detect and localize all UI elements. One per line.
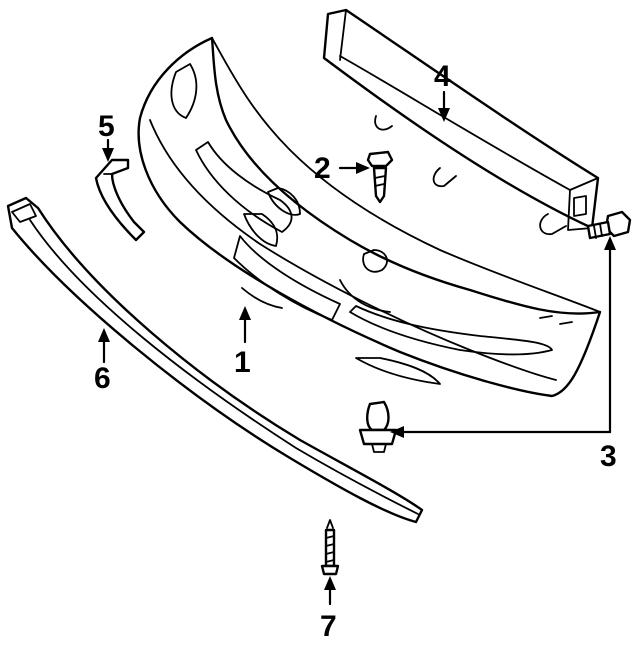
screw	[320, 519, 340, 576]
callout-5: 5	[98, 110, 115, 143]
leader-line-1	[239, 306, 251, 344]
leader-line-4	[438, 90, 450, 122]
push-clip	[366, 150, 394, 204]
leader-line-5	[102, 138, 114, 162]
rivet	[358, 400, 398, 453]
bumper-cover	[137, 36, 602, 398]
air-deflector	[6, 196, 424, 524]
leader-line-2	[338, 162, 370, 174]
callout-4: 4	[434, 60, 451, 93]
leader-line-7	[324, 576, 336, 606]
callout-3: 3	[600, 440, 617, 473]
callout-6: 6	[94, 362, 111, 395]
leader-line-3	[390, 236, 616, 438]
callout-1: 1	[234, 346, 251, 379]
bolt	[586, 210, 632, 240]
reinforcement-beam	[322, 8, 600, 235]
callout-2: 2	[314, 152, 331, 185]
bracket	[94, 158, 146, 242]
callout-7: 7	[320, 610, 337, 643]
leader-line-6	[98, 328, 110, 364]
